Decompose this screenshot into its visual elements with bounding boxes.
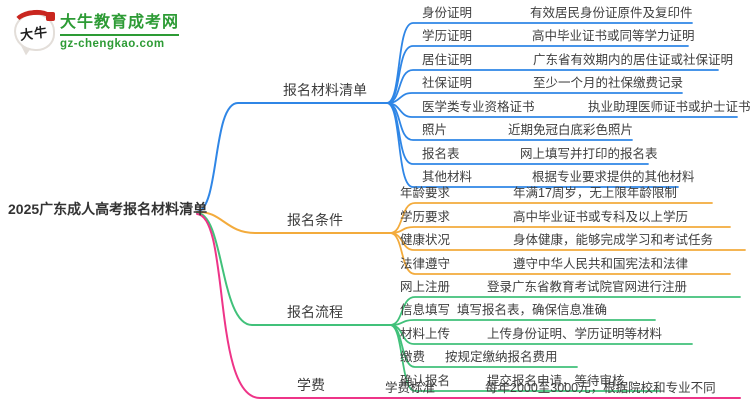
conditions-child-1-value: 高中毕业证书或专科及以上学历: [513, 210, 689, 224]
materials-child-7-value: 根据专业要求提供的其他材料: [532, 170, 695, 184]
root-topic: 2025广东成人高考报名材料清单: [8, 201, 208, 217]
process-child-3-value: 按规定缴纳报名费用: [445, 350, 558, 364]
conditions-child-2-label: 健康状况: [400, 233, 451, 247]
materials-child-6-label: 报名表: [422, 147, 460, 161]
materials-child-6-value: 网上填写并打印的报名表: [520, 147, 658, 161]
branch-tuition-label: 学费: [297, 377, 325, 393]
conditions-child-3-value: 遵守中华人民共和国宪法和法律: [513, 257, 689, 271]
conditions-child-3-label: 法律遵守: [400, 257, 451, 271]
logo-domain-text: gz-chengkao.com: [60, 34, 180, 51]
process-child-3-label: 缴费: [400, 350, 426, 364]
process-child-4-value: 提交报名申请，等待审核: [487, 374, 625, 388]
materials-child-0-label: 身份证明: [422, 6, 473, 20]
conditions-child-2-value: 身体健康，能够完成学习和考试任务: [513, 233, 714, 247]
materials-child-2-label: 居住证明: [422, 53, 473, 67]
materials-child-5-value: 近期免冠白底彩色照片: [508, 123, 634, 137]
materials-child-4-label: 医学类专业资格证书: [422, 100, 535, 114]
conditions-child-1-label: 学历要求: [400, 210, 451, 224]
process-child-1-label: 信息填写: [400, 303, 451, 317]
process-child-2-value: 上传身份证明、学历证明等材料: [487, 327, 663, 341]
process-child-2-label: 材料上传: [400, 327, 451, 341]
logo-text-block: 大牛教育成考网 gz-chengkao.com: [60, 13, 180, 51]
site-logo: 大牛 大牛教育成考网 gz-chengkao.com: [11, 7, 180, 57]
logo-brand-name: 大牛教育成考网: [60, 14, 180, 31]
logo-bubble-icon: 大牛: [11, 7, 57, 57]
process-child-1-value: 填写报名表，确保信息准确: [457, 303, 608, 317]
conditions-child-0-label: 年龄要求: [400, 186, 451, 200]
materials-child-7-label: 其他材料: [422, 170, 473, 184]
materials-child-1-value: 高中毕业证书或同等学力证明: [532, 29, 695, 43]
branch-materials-label: 报名材料清单: [283, 82, 367, 98]
materials-child-3-value: 至少一个月的社保缴费记录: [533, 76, 684, 90]
process-child-4-label: 确认报名: [400, 374, 451, 388]
materials-child-4-value: 执业助理医师证书或护士证书: [588, 100, 750, 114]
process-child-0-label: 网上注册: [400, 280, 451, 294]
logo-bubble-text: 大牛: [20, 23, 49, 43]
process-child-0-value: 登录广东省教育考试院官网进行注册: [487, 280, 688, 294]
branch-conditions-label: 报名条件: [287, 212, 343, 228]
materials-child-0-value: 有效居民身份证原件及复印件: [530, 6, 693, 20]
materials-child-5-label: 照片: [422, 123, 448, 137]
tuition-child-0-value: 每年2000至3000元，根据院校和专业不同: [485, 381, 716, 395]
conditions-child-0-value: 年满17周岁，无上限年龄限制: [513, 186, 677, 200]
logo-seal-icon: [46, 12, 55, 21]
materials-child-1-label: 学历证明: [422, 29, 473, 43]
materials-child-2-value: 广东省有效期内的居住证或社保证明: [533, 53, 734, 67]
tuition-child-0-label: 学费标准: [385, 381, 436, 395]
materials-child-3-label: 社保证明: [422, 76, 473, 90]
branch-process-label: 报名流程: [287, 304, 343, 320]
